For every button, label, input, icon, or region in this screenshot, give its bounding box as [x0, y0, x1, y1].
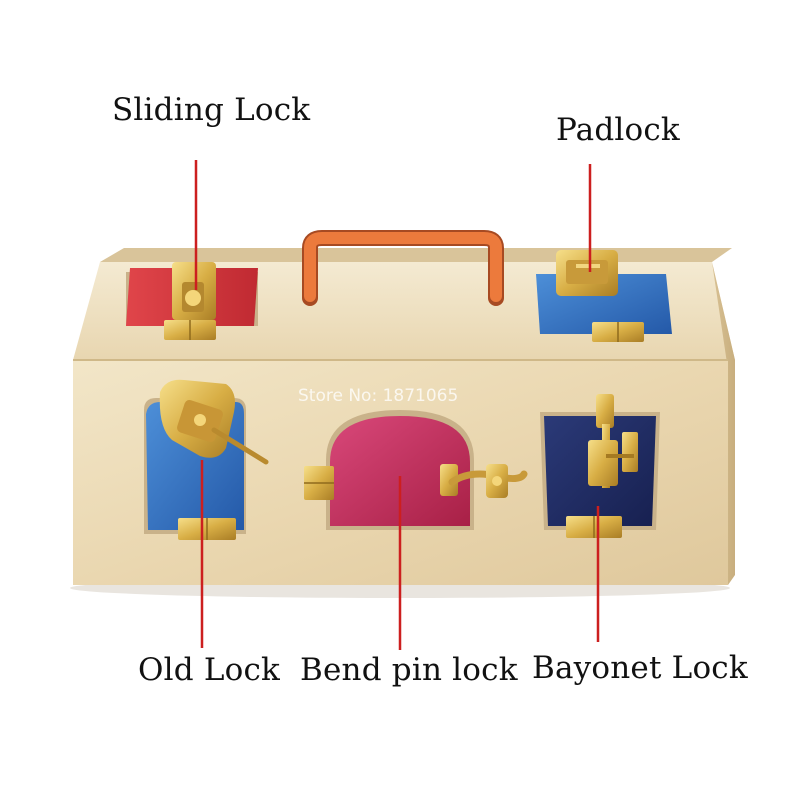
- old-lock: [159, 379, 269, 465]
- label-bayonet-lock: Bayonet Lock: [532, 650, 748, 686]
- label-sliding-lock: Sliding Lock: [112, 92, 311, 128]
- label-bend-pin-lock: Bend pin lock: [300, 652, 518, 688]
- bend-pin-lock-door: [304, 410, 528, 530]
- label-padlock: Padlock: [556, 112, 680, 148]
- box-side: [712, 262, 735, 585]
- old-lock-door: [144, 379, 269, 540]
- label-old-lock: Old Lock: [138, 652, 281, 688]
- sliding-lock-door: [126, 262, 258, 340]
- bayonet-lock-door: [540, 394, 660, 538]
- carry-handle: [302, 230, 504, 306]
- padlock-door: [536, 250, 672, 342]
- bayonet-lock: [588, 394, 638, 488]
- store-watermark: Store No: 1871065: [298, 386, 459, 406]
- bend-pin-lock: [440, 464, 528, 498]
